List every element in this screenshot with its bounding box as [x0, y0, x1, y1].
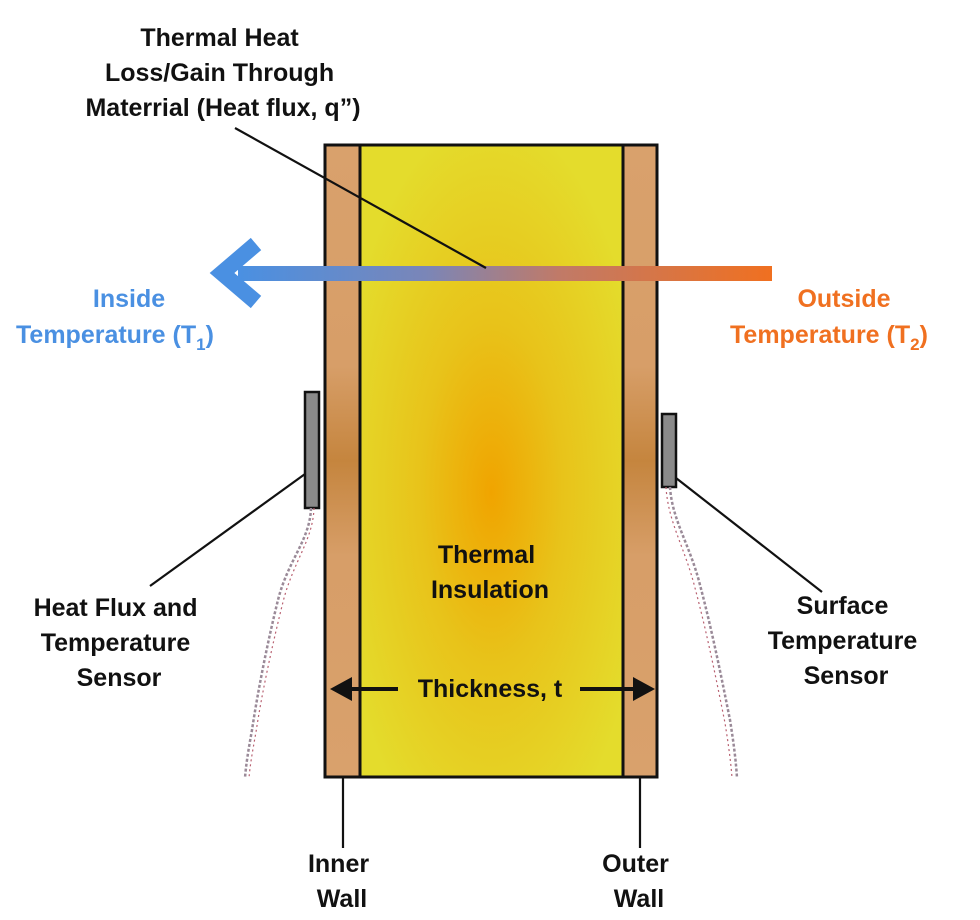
heat-flux-sensor-wire-strand: [248, 507, 315, 779]
thermal-insulation-label: Thermal Insulation: [431, 541, 549, 604]
inside-temperature-label: Inside: [93, 285, 165, 313]
heat-flux-arrow: [209, 237, 772, 309]
surface-temperature-sensor-label: Surface Temperature Sensor: [768, 592, 925, 690]
thickness-dimension-arrow: [330, 677, 655, 701]
inner-wall-label: Inner Wall: [308, 850, 376, 913]
heat-flux-title: Thermal Heat Loss/Gain Through Materrial…: [85, 24, 360, 122]
surface-temperature-sensor: [660, 412, 678, 489]
heat-flux-leader-line: [234, 127, 487, 269]
inside-temperature-value-label: Temperature (T1): [16, 321, 214, 354]
heat-flux-sensor-wire: [243, 507, 313, 779]
outside-temperature-label: Outside: [797, 285, 890, 313]
surface-temperature-sensor-leader-line: [675, 477, 823, 593]
outer-wall-label: Outer Wall: [602, 850, 676, 913]
heat-flux-sensor-leader-line: [149, 473, 306, 587]
surface-temperature-sensor-wire: [668, 486, 739, 779]
heat-flux-sensor: [303, 390, 321, 510]
outside-temperature-value-label: Temperature (T2): [730, 321, 928, 354]
surface-temperature-sensor-wire-strand: [665, 486, 733, 779]
heat-flux-sensor-label: Heat Flux and Temperature Sensor: [34, 594, 205, 692]
thickness-label: Thickness, t: [418, 675, 563, 703]
thermal-insulation-panel: [358, 143, 625, 779]
